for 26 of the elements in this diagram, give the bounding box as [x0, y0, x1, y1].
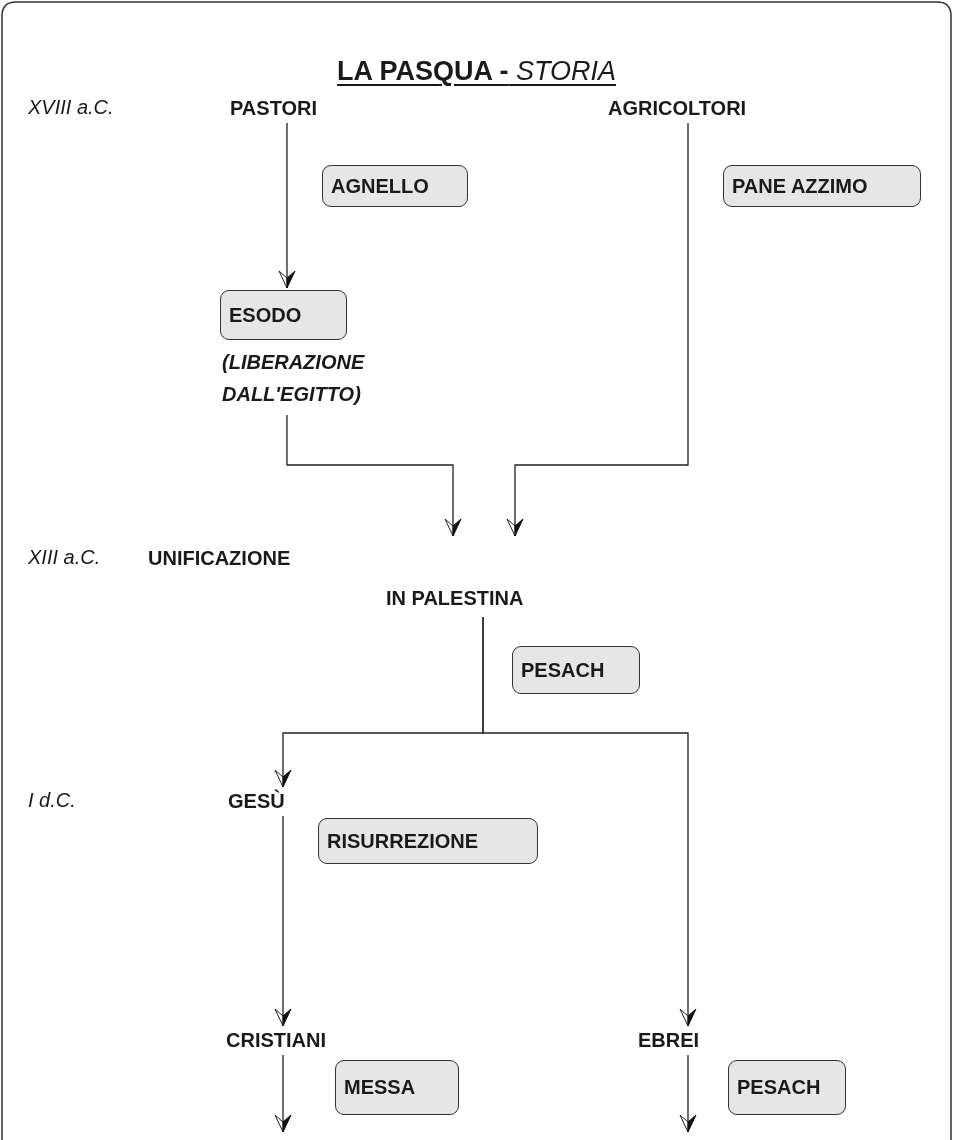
arrow: [482, 616, 697, 1027]
node-label: IN PALESTINA: [386, 586, 524, 610]
arrow: [274, 1054, 292, 1133]
node-label: AGRICOLTORI: [608, 96, 747, 120]
arrow: [274, 815, 292, 1027]
arrow: [278, 122, 296, 289]
note-text: (LIBERAZIONE DALL'EGITTO): [222, 350, 366, 407]
era-label: I d.C.: [28, 789, 76, 812]
node-label: GESÙ: [228, 789, 285, 813]
label-box: AGNELLO: [322, 165, 468, 207]
label-box: PANE AZZIMO: [723, 165, 921, 207]
label-box: ESODO: [220, 290, 347, 340]
label-box: MESSA: [335, 1060, 459, 1115]
arrow: [286, 414, 462, 537]
label-box: PESACH: [728, 1060, 846, 1115]
arrow: [679, 1054, 697, 1133]
era-label: XVIII a.C.: [28, 96, 114, 119]
node-label: CRISTIANI: [226, 1028, 326, 1052]
node-label: EBREI: [638, 1028, 700, 1052]
label-box: PESACH: [512, 646, 640, 694]
label-box: RISURREZIONE: [318, 818, 538, 864]
node-label: UNIFICAZIONE: [148, 546, 291, 570]
title: LA PASQUA - STORIA: [336, 56, 616, 86]
era-label: XIII a.C.: [28, 546, 101, 569]
arrow: [506, 122, 689, 537]
node-label: PASTORI: [230, 96, 318, 120]
